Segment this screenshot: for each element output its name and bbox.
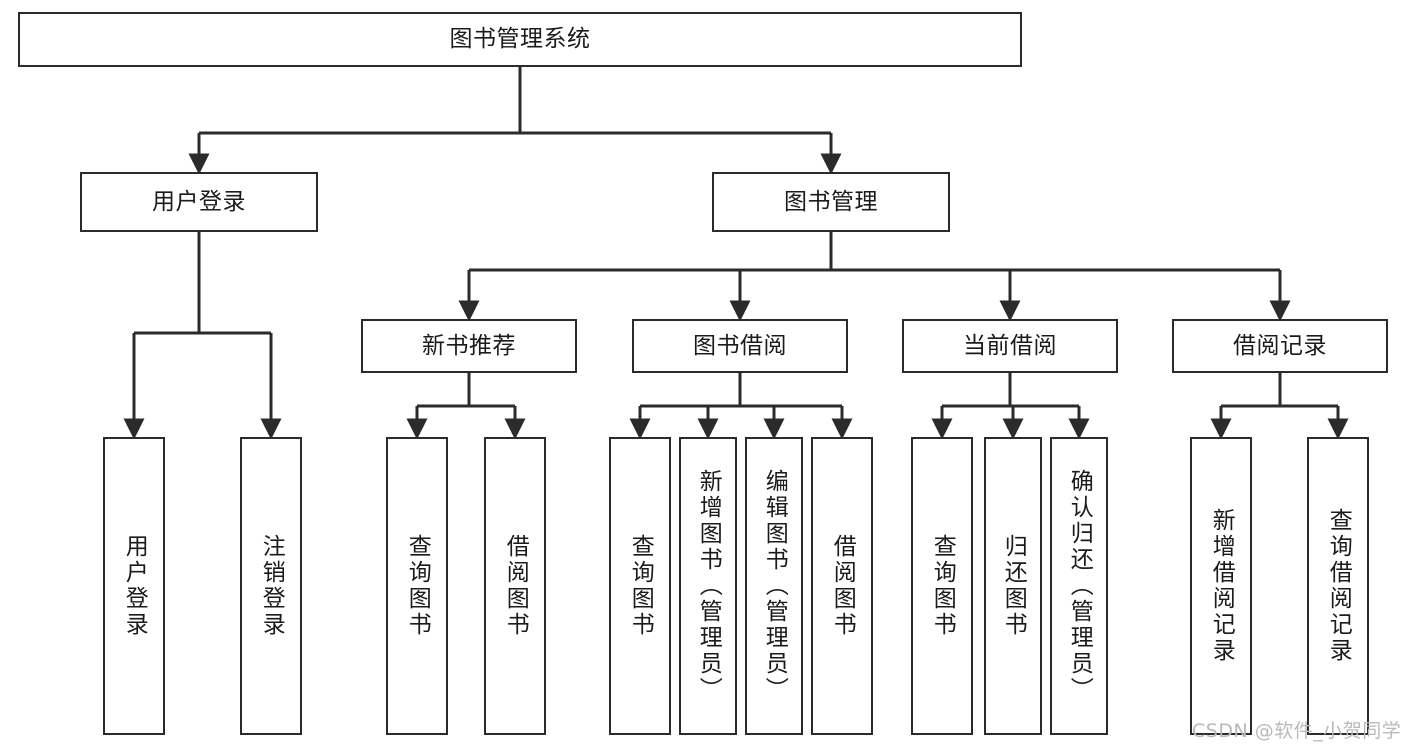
node-borrow-record[interactable]: 借阅记录 <box>1172 319 1388 373</box>
node-leaf-add-record[interactable]: 新增借阅记录 <box>1190 437 1252 735</box>
node-current-borrow[interactable]: 当前借阅 <box>902 319 1118 373</box>
node-leaf-edit-book[interactable]: 编辑图书（管理员） <box>745 437 803 735</box>
node-leaf-add-record-label: 新增借阅记录 <box>1208 508 1235 664</box>
node-current-borrow-label: 当前借阅 <box>963 332 1057 359</box>
node-book-borrow-label: 图书借阅 <box>693 332 787 359</box>
node-root[interactable]: 图书管理系统 <box>18 12 1022 67</box>
node-leaf-user-login-label: 用户登录 <box>121 534 148 638</box>
node-leaf-borrow-book-1-label: 借阅图书 <box>502 534 529 638</box>
node-leaf-query-book-1-label: 查询图书 <box>404 534 431 638</box>
node-leaf-return-book-label: 归还图书 <box>1000 534 1027 638</box>
node-leaf-confirm-return-label: 确认归还（管理员） <box>1066 469 1093 703</box>
node-leaf-add-book-label: 新增图书（管理员） <box>695 469 722 703</box>
csdn-watermark: CSDN @软件_小贺同学 <box>1192 720 1402 742</box>
node-leaf-user-login[interactable]: 用户登录 <box>103 437 165 735</box>
node-user-login[interactable]: 用户登录 <box>80 172 318 232</box>
node-leaf-return-book[interactable]: 归还图书 <box>984 437 1042 735</box>
node-leaf-borrow-book-2-label: 借阅图书 <box>829 534 856 638</box>
node-leaf-query-record-label: 查询借阅记录 <box>1325 508 1352 664</box>
node-root-label: 图书管理系统 <box>449 26 591 53</box>
node-leaf-query-book-3-label: 查询图书 <box>929 534 956 638</box>
node-leaf-edit-book-label: 编辑图书（管理员） <box>761 469 788 703</box>
node-leaf-confirm-return[interactable]: 确认归还（管理员） <box>1050 437 1108 735</box>
node-leaf-query-book-1[interactable]: 查询图书 <box>386 437 448 735</box>
node-leaf-borrow-book-1[interactable]: 借阅图书 <box>484 437 546 735</box>
node-new-book-rec-label: 新书推荐 <box>422 332 516 359</box>
node-leaf-add-book[interactable]: 新增图书（管理员） <box>679 437 737 735</box>
node-book-borrow[interactable]: 图书借阅 <box>632 319 848 373</box>
node-leaf-borrow-book-2[interactable]: 借阅图书 <box>811 437 873 735</box>
node-leaf-query-book-2[interactable]: 查询图书 <box>609 437 671 735</box>
node-leaf-query-record[interactable]: 查询借阅记录 <box>1307 437 1369 735</box>
node-leaf-query-book-2-label: 查询图书 <box>627 534 654 638</box>
node-leaf-query-book-3[interactable]: 查询图书 <box>911 437 973 735</box>
node-new-book-rec[interactable]: 新书推荐 <box>361 319 577 373</box>
node-book-manage[interactable]: 图书管理 <box>712 172 950 232</box>
node-book-manage-label: 图书管理 <box>784 188 878 215</box>
node-borrow-record-label: 借阅记录 <box>1233 332 1327 359</box>
node-leaf-user-logout-label: 注销登录 <box>258 534 285 638</box>
node-user-login-label: 用户登录 <box>152 188 246 215</box>
node-leaf-user-logout[interactable]: 注销登录 <box>240 437 302 735</box>
